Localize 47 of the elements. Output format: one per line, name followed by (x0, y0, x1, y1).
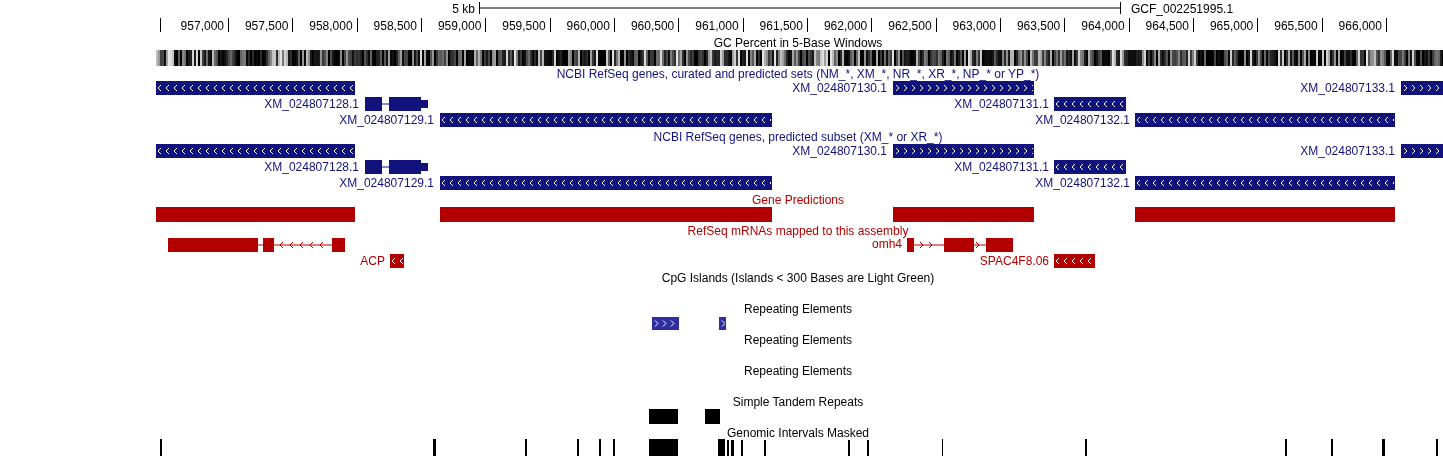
gene-label: XM_024807132.1 (1034, 176, 1131, 190)
coordinate-label: 962,500 (887, 19, 933, 33)
gene-label: XM_024807133.1 (1299, 81, 1396, 95)
track-title: Repeating Elements (742, 364, 854, 378)
track-title: Simple Tandem Repeats (731, 395, 865, 409)
coordinate-label: 960,500 (629, 19, 676, 33)
track-title: Genomic Intervals Masked (725, 426, 871, 440)
gene-label: XM_024807131.1 (953, 97, 1050, 111)
scale-label: 5 kb (451, 2, 476, 16)
coordinate-label: 957,000 (179, 19, 225, 33)
gene-label: XM_024807128.1 (263, 160, 360, 174)
gene-label: XM_024807130.1 (791, 81, 888, 95)
gene-label: XM_024807131.1 (953, 160, 1050, 174)
coordinate-label: 964,500 (1144, 19, 1190, 33)
track-title: NCBI RefSeq genes, predicted subset (XM_* or XR_*) (652, 130, 944, 144)
coordinate-label: 958,500 (372, 19, 418, 33)
coordinate-label: 961,000 (694, 19, 740, 33)
coordinate-label: 965,500 (1273, 19, 1319, 33)
track-title: CpG Islands (Islands < 300 Bases are Light Green) (660, 271, 936, 285)
coordinate-label: 965,000 (1208, 19, 1255, 33)
coordinate-label: 959,500 (501, 19, 547, 33)
gene-label: XM_024807130.1 (791, 144, 888, 158)
gene-label: XM_024807129.1 (338, 113, 435, 127)
coordinate-label: 963,000 (951, 19, 997, 33)
coordinate-label: 958,000 (308, 19, 354, 33)
gene-label: XM_024807132.1 (1034, 113, 1131, 127)
track-title: Repeating Elements (742, 302, 854, 316)
coordinate-label: 966,000 (1337, 19, 1383, 33)
coordinate-label: 962,000 (822, 19, 869, 33)
gene-label: XM_024807133.1 (1299, 144, 1396, 158)
track-title: Repeating Elements (742, 333, 854, 347)
gene-label: ACP (359, 254, 386, 268)
gene-label: omh4 (870, 237, 903, 251)
track-title: RefSeq mRNAs mapped to this assembly (686, 224, 910, 238)
coordinate-label: 961,500 (758, 19, 804, 33)
coordinate-label: 957,500 (243, 19, 290, 33)
assembly-label: GCF_002251995.1 (1130, 2, 1235, 16)
coordinate-label: 963,500 (1015, 19, 1062, 33)
gene-label: SPAC4F8.06 (978, 254, 1050, 268)
coordinate-label: 964,000 (1080, 19, 1126, 33)
track-title: GC Percent in 5-Base Windows (712, 36, 884, 50)
gene-label: XM_024807129.1 (338, 176, 435, 190)
coordinate-label: 960,000 (565, 19, 611, 33)
gene-label: XM_024807128.1 (263, 97, 360, 111)
coordinate-label: 959,000 (436, 19, 483, 33)
track-title: Gene Predictions (750, 193, 846, 207)
track-title: NCBI RefSeq genes, curated and predicted sets (NM_*, XM_*, NR_*, XR_*, NP_* or YP_*) (555, 67, 1041, 81)
